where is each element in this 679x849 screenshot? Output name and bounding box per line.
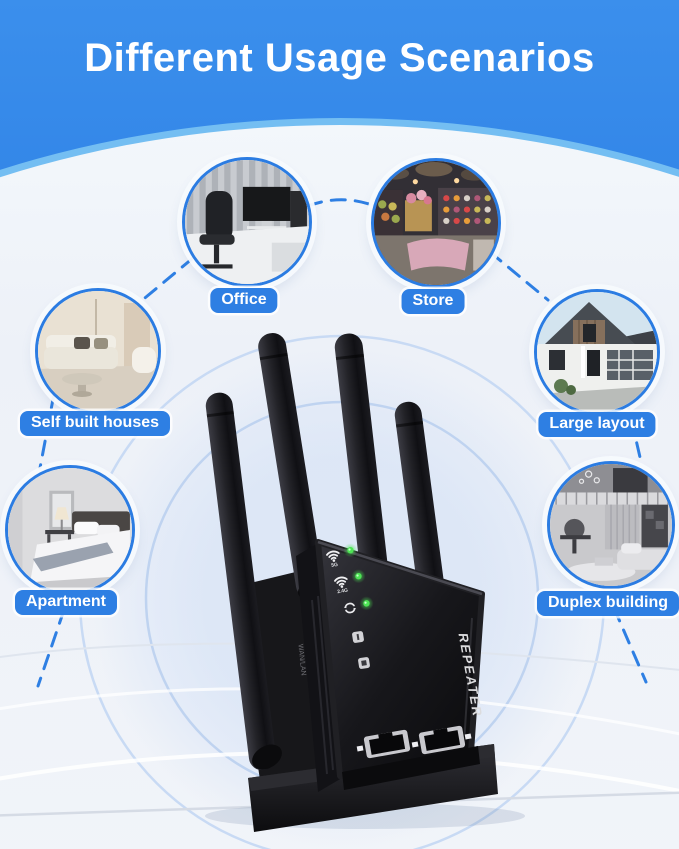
living-room-photo [38,291,158,411]
dashed-link-office-store [306,198,374,208]
device-right-edge-sheen [463,617,473,745]
scenario-photo-apartment [5,465,135,595]
port-led [411,741,419,748]
antenna-far-left [205,392,276,771]
antenna-hinge [252,744,282,770]
dashed-link-store-largelayout [488,250,550,302]
wifi-5g-icon [326,550,340,560]
scenario-photo-large-layout [534,289,660,415]
dashed-link-office-selfbuilt [138,256,195,304]
scenario-label-store: Store [401,289,465,314]
antenna-mid-left [258,333,324,599]
wifi-5g-label: 5G [331,562,339,569]
ethernet-port [363,729,411,759]
plate-side-label: WAN/LAN [296,644,306,676]
signal-button-icon [352,631,364,643]
scenario-photo-office [182,157,312,287]
power-button-icon [358,657,370,669]
wifi-2-4g-icon [334,576,348,586]
antenna-mid-right [334,333,389,587]
led-green [351,569,366,584]
bedroom-photo [8,468,132,592]
page-title: Different Usage Scenarios [84,36,595,80]
scenario-label-office: Office [210,288,278,313]
store-photo [374,161,498,285]
led-green [359,596,374,611]
scenario-photo-self-built-houses [35,288,161,414]
dashed-link-duplex-bottom [612,606,648,684]
wifi-2-4g-label: 2.4G [337,588,349,596]
indicator-wps [343,596,374,614]
bottom-bezel [342,746,480,790]
wps-icon [343,602,357,614]
scenario-photo-store [371,158,501,288]
scenario-photo-duplex-building [547,461,675,589]
house-exterior-photo [537,292,657,412]
dashed-link-apartment-bottom [36,608,66,688]
ethernet-port [418,725,466,755]
indicator-wifi-5g: 5G [326,543,358,569]
scenario-label-duplex-building: Duplex building [537,591,679,616]
scenario-label-apartment: Apartment [14,590,118,615]
duplex-interior-photo [550,464,672,586]
port-led [464,733,472,740]
port-led [356,745,364,752]
office-photo [185,160,309,284]
scenario-label-large-layout: Large layout [538,412,656,437]
led-green [343,543,358,558]
indicator-wifi-2-4g: 2.4G [334,569,366,596]
scenario-label-self-built-houses: Self built houses [19,411,171,436]
